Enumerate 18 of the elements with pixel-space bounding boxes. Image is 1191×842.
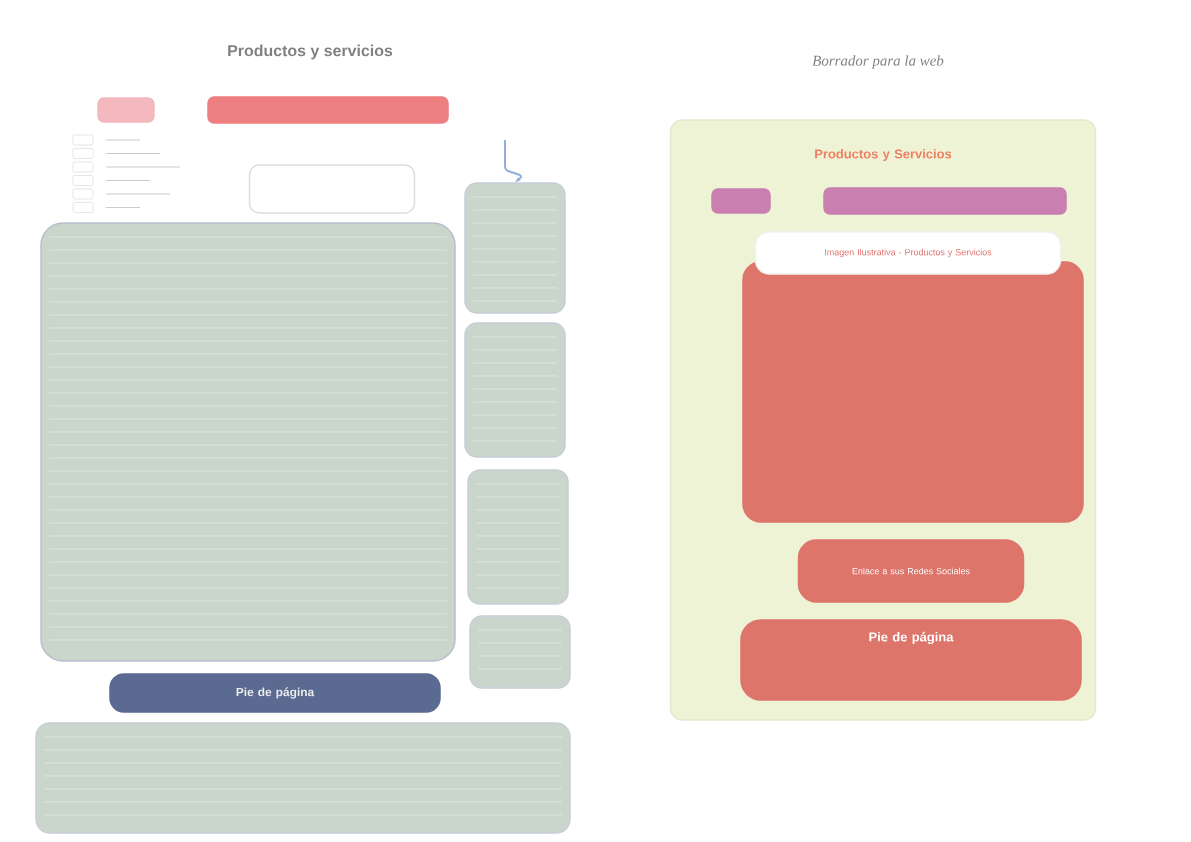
panel: [467, 469, 569, 605]
panel: [207, 96, 449, 124]
panel: [35, 722, 571, 834]
content-box: Enlace a sus Redes Sociales: [797, 539, 1025, 603]
content-box: [711, 188, 771, 214]
handwritten-heading: Borrador para la web: [812, 55, 944, 69]
content-box: Imagen Ilustrativa - Productos y Servicios: [754, 231, 1062, 275]
panel: [40, 222, 456, 662]
panel: [464, 322, 566, 458]
panel: [248, 164, 416, 214]
panel: Pie de página: [109, 673, 441, 713]
content-box: Pie de página: [740, 619, 1082, 701]
content-box: [823, 187, 1067, 215]
panel: [469, 615, 571, 689]
panel: [464, 182, 566, 314]
panel: [97, 97, 155, 123]
content-box: [742, 261, 1084, 523]
page-title: Productos y servicios: [228, 44, 393, 60]
